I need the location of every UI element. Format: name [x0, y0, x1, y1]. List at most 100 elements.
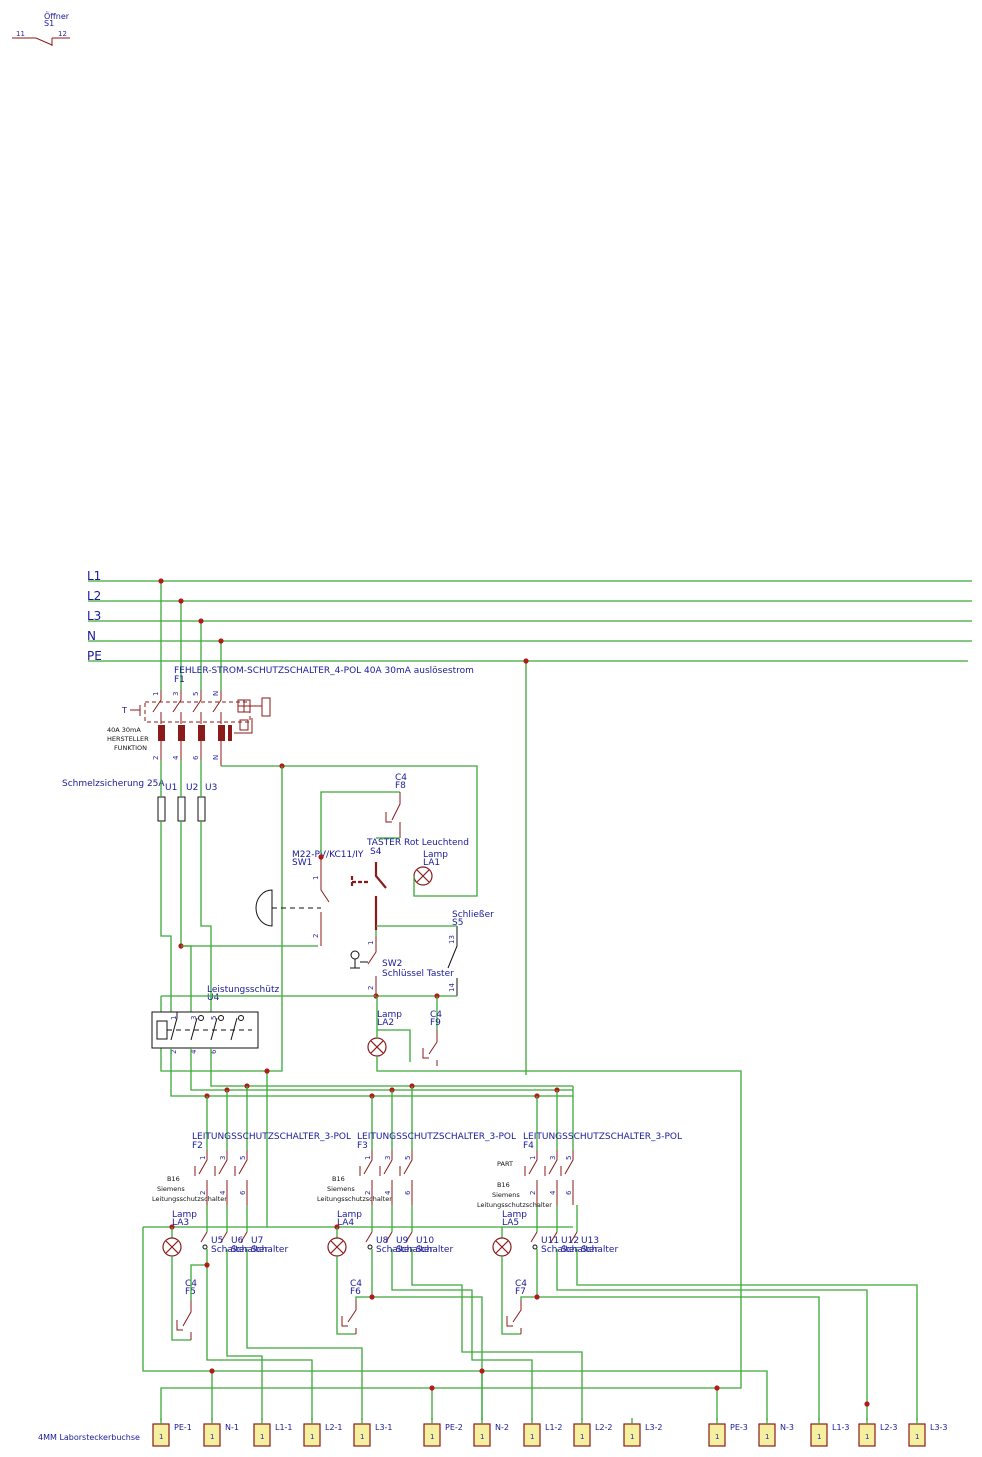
g1-sw1: U5 [211, 1236, 223, 1246]
mcb-f4-title: LEITUNGSSCHUTZSCHALTER_3-POL [523, 1132, 682, 1142]
socket-pe-2: 1PE-2 [423, 1418, 463, 1447]
lamp2-part: Lamp [377, 1010, 402, 1020]
no-contact-pin13: 13 [448, 935, 456, 944]
estop-sw1: M22-PV/KC11/IY SW1 1 2 [255, 791, 400, 946]
socket-l3-1: 1 L3-1 [353, 1418, 393, 1447]
rcd-pin-bottom-2: 2 [152, 756, 160, 760]
g3-f: F7 [515, 1287, 526, 1297]
g2-lamp: Lamp [337, 1210, 362, 1220]
bus-label-l3: L3 [87, 609, 101, 623]
contactor-ref: U4 [207, 993, 220, 1003]
rcd-test: T [121, 706, 127, 715]
mcb-f3-maker: Siemens [327, 1185, 355, 1193]
bus-bars: L1 L2 L3 N PE [87, 569, 972, 663]
mcb-f4-pin2: 2 [529, 1191, 537, 1195]
mcb-f3-pin1: 1 [364, 1156, 372, 1160]
socket-name: N-1 [225, 1423, 239, 1432]
g3-lamp-ref: LA5 [502, 1218, 519, 1228]
mcb-f2-pin3: 3 [219, 1156, 227, 1160]
contactor-part: Leistungsschütz [207, 985, 279, 995]
socket-l3-2: 1L3-2 [623, 1418, 663, 1447]
mcb-f2-title: LEITUNGSSCHUTZSCHALTER_3-POL [192, 1132, 351, 1142]
socket-name: PE-1 [174, 1423, 192, 1432]
socket-l3-3: 1L3-3 [908, 1418, 948, 1447]
socket-n-2: 1N-2 [473, 1418, 509, 1447]
contactor-pin2: 2 [170, 1050, 178, 1054]
g2-c4: C4 [350, 1279, 362, 1289]
socket-name: PE-2 [445, 1423, 463, 1432]
estop-part: M22-PV/KC11/IY [292, 850, 364, 860]
g3-lamp: Lamp [502, 1210, 527, 1220]
socket-wiring [209, 1368, 870, 1420]
key-part: Schlüssel Taster [382, 969, 454, 979]
socket-l2-1: 1L2-1 [303, 1418, 343, 1447]
g3-sw2: U12 [561, 1236, 579, 1246]
mcb-f2-pin1: 1 [199, 1156, 207, 1160]
socket-name: L3-1 [375, 1423, 393, 1432]
socket-pin: 1 [817, 1433, 821, 1441]
socket-pin: 1 [915, 1433, 919, 1441]
key-ref: SW2 [382, 959, 402, 969]
socket-pin: 1 [580, 1433, 584, 1441]
no-contact-pin14: 14 [448, 983, 456, 992]
contactor-pin6: 6 [210, 1049, 218, 1054]
socket-name: L1-2 [545, 1423, 563, 1432]
socket-n-1: 1N-1 [203, 1418, 239, 1447]
contactor-pin3: 3 [190, 1016, 198, 1020]
socket-pin: 1 [360, 1433, 364, 1441]
g2-sw-label: Schalter [376, 1245, 413, 1255]
socket-pe-3: 1PE-3 [708, 1418, 748, 1447]
mcb-f3-pin6: 6 [404, 1190, 412, 1195]
lamp1-part: Lamp [423, 850, 448, 860]
socket-pe-1: 1PE-1 [152, 1418, 192, 1447]
bus-label-l1: L1 [87, 569, 101, 583]
estop-ref: SW1 [292, 858, 312, 868]
bus-label-n: N [87, 629, 96, 643]
opener-ref: S1 [44, 19, 54, 28]
socket-name: L1-3 [832, 1423, 850, 1432]
mcb-f3-type: Leitungsschutzschalter [317, 1195, 392, 1203]
rcd-pin-bottom-4: 4 [172, 755, 180, 760]
mcb-f4-pin4: 4 [549, 1190, 557, 1195]
socket-pin: 1 [865, 1433, 869, 1441]
g3-sw1: U11 [541, 1236, 559, 1246]
group-1: Lamp LA3 C4 F5 U5 U6 U7 Schalter Schalte… [162, 1205, 363, 1420]
socket-name: L1-1 [275, 1423, 293, 1432]
c4-f9-ref: F9 [430, 1018, 441, 1028]
rcd-pin-top-5: 5 [192, 692, 200, 696]
socket-n-3: 1N-3 [758, 1418, 794, 1447]
opener-name: Öffner [44, 11, 70, 21]
mcb-f2-pin2: 2 [199, 1191, 207, 1195]
c4-f9: C4 F9 [422, 1010, 442, 1066]
socket-name: L2-3 [880, 1423, 898, 1432]
contactor-pin5: 5 [210, 1016, 218, 1020]
g2-f: F6 [350, 1287, 361, 1297]
mcb-f2-b16: B16 [167, 1175, 180, 1183]
contactor-pin4: 4 [190, 1049, 198, 1054]
rcd-note2: FUNKTION [114, 744, 147, 752]
g1-sw-label: Schalter [211, 1245, 248, 1255]
mcb-f4-ref: F4 [523, 1141, 534, 1151]
mcb-f2-ref: F2 [192, 1141, 203, 1151]
key-sw2: 1 2 SW2 Schlüssel Taster [350, 930, 454, 996]
contactor-pin1: 1 [170, 1016, 178, 1020]
mcb-f2-pin6: 6 [239, 1190, 247, 1195]
g2-sw3: U10 [416, 1236, 434, 1246]
mcb-f4: LEITUNGSSCHUTZSCHALTER_3-POL F4 PART B16… [477, 1086, 682, 1209]
g2-sw-label2: Schalter [396, 1245, 433, 1255]
socket-name: PE-3 [730, 1423, 748, 1432]
rcd-f1: FEHLER-STROM-SCHUTZSCHALTER_4-POL 40A 30… [107, 666, 474, 766]
mcb-f2: LEITUNGSSCHUTZSCHALTER_3-POL F2 B16 Siem… [152, 1083, 351, 1205]
sockets: 4MM Laborsteckerbuchse [38, 1433, 140, 1442]
socket-name: N-3 [780, 1423, 794, 1432]
mcb-f3-pin5: 5 [404, 1156, 412, 1160]
mcb-f3-ref: F3 [357, 1141, 368, 1151]
estop-pin1: 1 [312, 876, 320, 880]
g2-sw1: U8 [376, 1236, 389, 1246]
socket-l2-3: 1 L2-3 [858, 1418, 898, 1447]
mcb-f4-part: PART [497, 1160, 513, 1168]
rcd-note1: HERSTELLER [107, 735, 149, 743]
fuses: Schmelzsicherung 25A U1 U2 U3 [62, 760, 217, 822]
mcb-f3-pin4: 4 [384, 1190, 392, 1195]
g2-sw-label3: Schalter [416, 1245, 453, 1255]
